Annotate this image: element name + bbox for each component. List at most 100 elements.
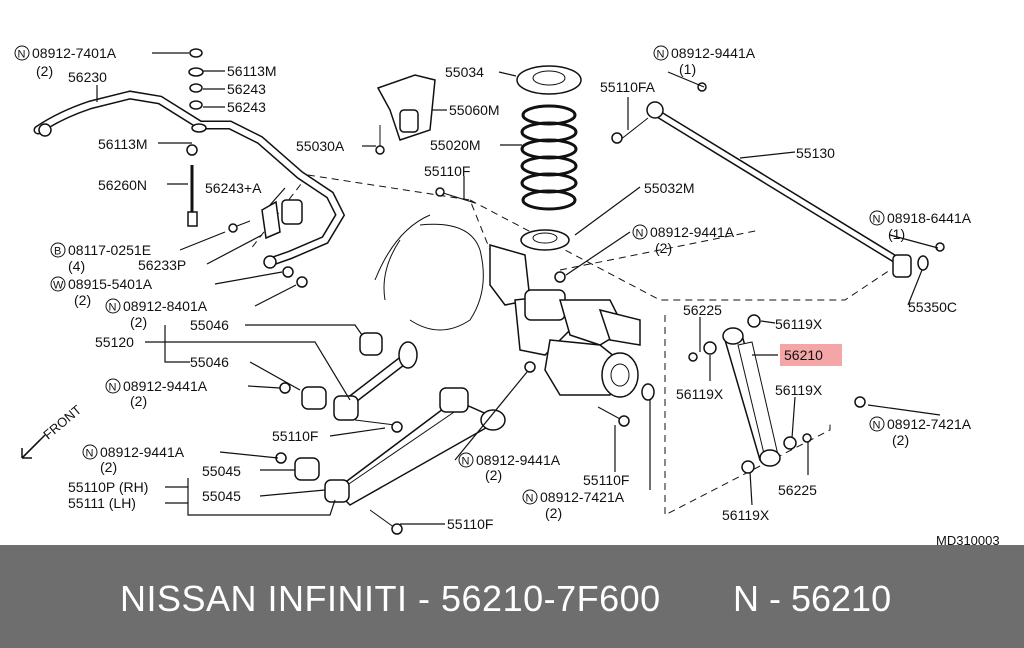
callout-08912-7401a[interactable]: 08912-7401A <box>32 45 117 61</box>
callout-55110fa[interactable]: 55110FA <box>600 79 656 95</box>
front-direction-indicator: FRONT <box>21 402 84 459</box>
diagram-ref-code: MD310003 <box>936 533 1000 545</box>
callout-56113m[interactable]: 56113M <box>98 136 148 152</box>
axle-housing <box>374 214 641 398</box>
callout-55045[interactable]: 55045 <box>202 463 241 479</box>
callout-56119x[interactable]: 56119X <box>775 316 823 332</box>
b-symbol-icon: B <box>50 242 66 258</box>
callout-qty: (2) <box>36 63 53 79</box>
callout-56113m[interactable]: 56113M <box>227 63 277 79</box>
leader-lines <box>96 52 941 525</box>
callout-55046[interactable]: 55046 <box>190 317 229 333</box>
callout-55045[interactable]: 55045 <box>202 488 241 504</box>
callout-qty: (2) <box>130 393 147 409</box>
n-symbol-icon: N <box>105 298 121 314</box>
callout-55110p-rh[interactable]: 55110P (RH) <box>68 479 148 495</box>
n-symbol-icon: N <box>632 224 648 240</box>
callout-55032m[interactable]: 55032M <box>644 180 695 196</box>
callout-qty: (2) <box>655 240 672 256</box>
stabilizer-bushing <box>228 199 303 240</box>
callout-08117-0251e[interactable]: 08117-0251E <box>68 242 151 258</box>
callout-55030a[interactable]: 55030A <box>296 138 345 154</box>
svg-text:W: W <box>53 280 64 292</box>
callout-55130[interactable]: 55130 <box>796 145 835 161</box>
callout-08912-7421a[interactable]: 08912-7421A <box>887 416 972 432</box>
callout-56225[interactable]: 56225 <box>778 482 817 498</box>
callout-55020m[interactable]: 55020M <box>430 137 481 153</box>
svg-text:N: N <box>18 49 26 61</box>
callout-08912-9441a[interactable]: 08912-9441A <box>650 224 735 240</box>
svg-text:N: N <box>873 214 881 226</box>
footer-bar <box>0 545 1024 648</box>
callout-qty: (2) <box>130 314 147 330</box>
callout-qty: (2) <box>74 292 91 308</box>
svg-text:N: N <box>636 228 644 240</box>
callout-55350c[interactable]: 55350C <box>908 299 957 315</box>
callout-qty: (4) <box>68 258 85 274</box>
n-symbol-icon: N <box>522 489 538 505</box>
n-symbol-icon: N <box>105 378 121 394</box>
callout-56225[interactable]: 56225 <box>683 302 722 318</box>
callout-qty: (1) <box>888 226 905 242</box>
callout-08912-7421a[interactable]: 08912-7421A <box>540 489 625 505</box>
stabilizer-bar <box>33 90 346 269</box>
callout-08912-9441a[interactable]: 08912-9441A <box>671 45 756 61</box>
svg-text:N: N <box>526 493 534 505</box>
callout-qty: (2) <box>100 459 117 475</box>
callout-prefix-symbols: N B W N N N N N N N N N <box>14 45 885 505</box>
callout-56260n[interactable]: 56260N <box>98 177 147 193</box>
callout-qty: (2) <box>892 432 909 448</box>
shock-absorber[interactable] <box>688 314 866 474</box>
exploded-view-drawing: FRONT N B W N N N N N N N N N 08912-7401… <box>14 45 1000 548</box>
callout-55034[interactable]: 55034 <box>445 64 484 80</box>
callout-08912-9441a[interactable]: 08912-9441A <box>476 452 561 468</box>
callout-56210[interactable]: 56210 <box>784 347 823 363</box>
n-symbol-icon: N <box>653 45 669 61</box>
w-symbol-icon: W <box>50 276 66 292</box>
upper-link <box>279 332 418 433</box>
front-label: FRONT <box>40 402 84 442</box>
stabilizer-link <box>186 48 207 227</box>
coil-spring-assembly <box>516 65 582 251</box>
svg-text:B: B <box>54 246 61 258</box>
callout-08912-9441a[interactable]: 08912-9441A <box>100 444 185 460</box>
svg-text:N: N <box>109 302 117 314</box>
svg-text:N: N <box>657 49 665 61</box>
callout-56243[interactable]: 56243 <box>227 81 266 97</box>
callout-55046[interactable]: 55046 <box>190 354 229 370</box>
footer-part-code: N - 56210 <box>733 578 892 619</box>
svg-text:N: N <box>109 382 117 394</box>
callout-55110f[interactable]: 55110F <box>447 516 493 532</box>
callout-56119x[interactable]: 56119X <box>775 382 823 398</box>
callout-56233p[interactable]: 56233P <box>138 257 186 273</box>
lateral-rod <box>611 82 945 278</box>
stabilizer-hardware <box>282 266 308 288</box>
n-symbol-icon: N <box>869 416 885 432</box>
n-symbol-icon: N <box>458 452 474 468</box>
callout-08912-9441a[interactable]: 08912-9441A <box>123 378 208 394</box>
callout-qty: (1) <box>679 61 696 77</box>
callout-56119x[interactable]: 56119X <box>676 386 724 402</box>
callout-55110f[interactable]: 55110F <box>424 163 470 179</box>
callout-56230[interactable]: 56230 <box>68 69 107 85</box>
svg-text:N: N <box>462 456 470 468</box>
parts-diagram: FRONT N B W N N N N N N N N N 08912-7401… <box>14 45 1000 548</box>
callout-qty: (2) <box>485 467 502 483</box>
callout-55111-lh[interactable]: 55111 (LH) <box>68 495 136 511</box>
svg-text:N: N <box>873 420 881 432</box>
highlight-box <box>780 344 842 366</box>
callout-56243-a[interactable]: 56243+A <box>205 180 262 196</box>
callout-56119x[interactable]: 56119X <box>722 507 770 523</box>
callout-08912-8401a[interactable]: 08912-8401A <box>123 298 208 314</box>
callout-55060m[interactable]: 55060M <box>449 102 500 118</box>
callout-55110f[interactable]: 55110F <box>272 428 318 444</box>
bump-stop-bracket <box>375 74 436 155</box>
svg-text:N: N <box>86 448 94 460</box>
callout-55120[interactable]: 55120 <box>95 334 134 350</box>
callout-08915-5401a[interactable]: 08915-5401A <box>68 276 153 292</box>
lower-link <box>275 187 655 535</box>
callout-08918-6441a[interactable]: 08918-6441A <box>887 210 972 226</box>
callout-56243[interactable]: 56243 <box>227 99 266 115</box>
callout-labels: 08912-7401A (2) 56230 56113M 56243 56243… <box>32 45 1000 548</box>
callout-55110f[interactable]: 55110F <box>583 472 629 488</box>
